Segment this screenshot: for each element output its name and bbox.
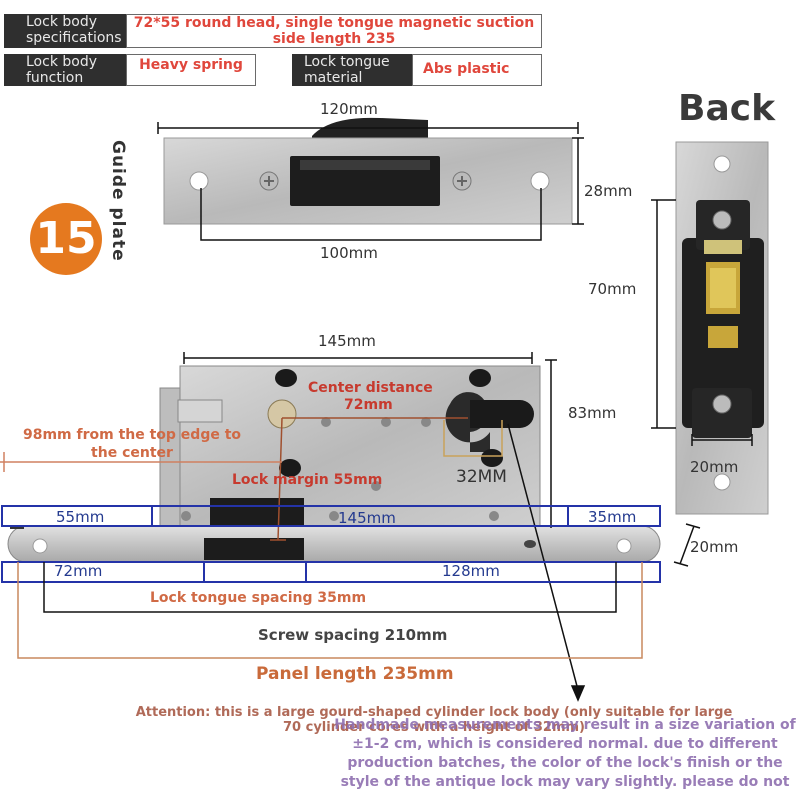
- guide-plate-width-label: 120mm: [320, 100, 378, 118]
- lock-margin-label: Lock margin 55mm: [232, 472, 383, 488]
- spec-label-tongue-material: Lock tongue material: [292, 54, 412, 86]
- panel-segment-145-label: 145mm: [338, 509, 396, 527]
- spec-label-body-function: Lock body function: [4, 54, 126, 86]
- screw-spacing-label: Screw spacing 210mm: [258, 626, 448, 644]
- measurement-disclaimer-note: Handmade measurements may result in a si…: [334, 717, 796, 790]
- guide-plate-height-label: 28mm: [584, 182, 633, 200]
- panel-segment-72-label: 72mm: [54, 562, 103, 580]
- guide-plate-label: Guide plate: [108, 140, 128, 262]
- tongue-spacing-label: Lock tongue spacing 35mm: [150, 590, 367, 606]
- attention-note: Attention: this is a large gourd-shaped …: [135, 705, 733, 735]
- top-edge-to-center-label: 98mm from the top edge to the center: [22, 427, 242, 461]
- panel-thickness-label: 20mm: [690, 538, 739, 556]
- center-distance-value: 72mm: [344, 397, 393, 413]
- center-distance-label: Center distance: [308, 380, 433, 396]
- cylinder-width-label: 32MM: [456, 467, 507, 487]
- lock-body-drawing: [159, 365, 541, 529]
- back-plate-drawing: [675, 141, 769, 515]
- back-plate-width-label: 20mm: [690, 458, 739, 476]
- guide-plate-hole-spacing-label: 100mm: [320, 244, 378, 262]
- spec-value-tongue-material: Abs plastic: [412, 54, 542, 86]
- panel-drawing: [7, 525, 661, 563]
- lock-body-width-label: 145mm: [318, 332, 376, 350]
- model-number-badge: 15: [30, 203, 102, 275]
- back-plate-height-label: 70mm: [588, 280, 637, 298]
- panel-segment-128-label: 128mm: [442, 562, 500, 580]
- spec-value-body-specifications: 72*55 round head, single tongue magnetic…: [126, 14, 542, 48]
- panel-segment-55-label: 55mm: [56, 508, 105, 526]
- panel-segment-35-label: 35mm: [588, 508, 637, 526]
- spec-value-body-function: Heavy spring: [126, 54, 256, 86]
- spec-label-body-specifications: Lock body specifications: [4, 14, 126, 48]
- back-view-title: Back: [678, 88, 776, 129]
- panel-length-label: Panel length 235mm: [256, 664, 454, 684]
- lock-body-height-label: 83mm: [568, 404, 617, 422]
- guide-plate-drawing: [163, 117, 573, 225]
